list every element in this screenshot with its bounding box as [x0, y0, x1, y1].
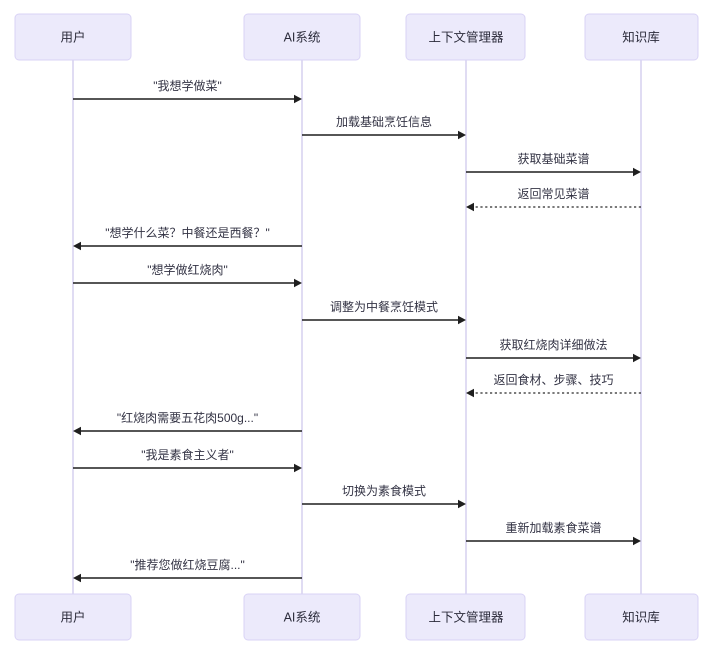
actor-box-user-top [14, 13, 132, 61]
message-arrowhead-8 [466, 388, 474, 398]
message-8: 返回食材、步骤、技巧 [466, 372, 641, 398]
actor-context-top[interactable]: 上下文管理器 [405, 13, 526, 61]
actors-top-group: 用户 AI系统 上下文管理器 知识库 [14, 13, 699, 61]
message-label-12: 重新加载素食菜谱 [505, 520, 601, 535]
actor-label-ai-bottom: AI系统 [284, 610, 321, 624]
message-arrowhead-13 [73, 573, 81, 583]
message-label-7: 获取红烧肉详细做法 [499, 337, 607, 352]
message-label-13: "推荐您做红烧豆腐..." [130, 557, 245, 572]
message-label-0: "我想学做菜" [153, 78, 222, 93]
actor-box-context-top [405, 13, 526, 61]
actor-ai-bottom[interactable]: AI系统 [243, 593, 361, 641]
message-label-11: 切换为素食模式 [342, 483, 426, 498]
actor-label-kb-top: 知识库 [622, 29, 660, 44]
message-9: "红烧肉需要五花肉500g..." [73, 410, 302, 436]
message-label-4: "想学什么菜？中餐还是西餐？" [105, 225, 270, 240]
actor-box-ai-top [243, 13, 361, 61]
lifelines-group [72, 60, 642, 594]
message-arrowhead-6 [458, 315, 466, 325]
message-arrowhead-9 [73, 426, 81, 436]
message-2: 获取基础菜谱 [466, 152, 641, 177]
message-3: 返回常见菜谱 [466, 187, 641, 212]
message-0: "我想学做菜" [73, 78, 302, 104]
message-arrowhead-12 [633, 536, 641, 546]
actor-user-top[interactable]: 用户 [14, 13, 132, 61]
message-13: "推荐您做红烧豆腐..." [73, 557, 302, 583]
message-12: 重新加载素食菜谱 [466, 520, 641, 546]
actor-context-bottom[interactable]: 上下文管理器 [405, 593, 526, 641]
message-label-8: 返回食材、步骤、技巧 [493, 372, 613, 387]
message-arrowhead-11 [458, 499, 466, 509]
message-5: "想学做红烧肉" [73, 262, 302, 288]
message-label-3: 返回常见菜谱 [517, 187, 589, 201]
actors-bottom-group: 用户 AI系统 上下文管理器 知识库 [14, 593, 699, 641]
actor-label-ai-top: AI系统 [284, 30, 321, 44]
message-label-10: "我是素食主义者" [141, 447, 234, 462]
actor-label-context-top: 上下文管理器 [428, 29, 504, 44]
actor-box-ai-bottom [243, 593, 361, 641]
message-label-1: 加载基础烹饪信息 [336, 114, 432, 129]
actor-ai-top[interactable]: AI系统 [243, 13, 361, 61]
message-6: 调整为中餐烹饪模式 [302, 299, 466, 325]
message-arrowhead-7 [633, 353, 641, 363]
message-arrowhead-3 [466, 202, 474, 212]
message-arrowhead-4 [73, 241, 81, 251]
message-10: "我是素食主义者" [73, 447, 302, 473]
actor-label-user-top: 用户 [60, 29, 85, 44]
actor-label-user-bottom: 用户 [60, 609, 85, 624]
actor-label-kb-bottom: 知识库 [622, 609, 660, 624]
message-arrowhead-0 [294, 94, 302, 104]
message-arrowhead-1 [458, 130, 466, 140]
actor-label-context-bottom: 上下文管理器 [428, 609, 504, 624]
message-label-2: 获取基础菜谱 [517, 152, 589, 166]
message-label-5: "想学做红烧肉" [147, 262, 228, 277]
message-arrowhead-2 [633, 167, 641, 177]
message-label-9: "红烧肉需要五花肉500g..." [117, 410, 258, 425]
message-label-6: 调整为中餐烹饪模式 [330, 299, 438, 314]
actor-box-kb-top [584, 13, 699, 61]
actor-kb-top[interactable]: 知识库 [584, 13, 699, 61]
actor-box-user-bottom [14, 593, 132, 641]
message-arrowhead-5 [294, 278, 302, 288]
message-7: 获取红烧肉详细做法 [466, 337, 641, 363]
message-1: 加载基础烹饪信息 [302, 114, 466, 140]
message-4: "想学什么菜？中餐还是西餐？" [73, 225, 302, 251]
actor-kb-bottom[interactable]: 知识库 [584, 593, 699, 641]
message-arrowhead-10 [294, 463, 302, 473]
actor-box-context-bottom [405, 593, 526, 641]
message-11: 切换为素食模式 [302, 483, 466, 509]
actor-box-kb-bottom [584, 593, 699, 641]
actor-user-bottom[interactable]: 用户 [14, 593, 132, 641]
